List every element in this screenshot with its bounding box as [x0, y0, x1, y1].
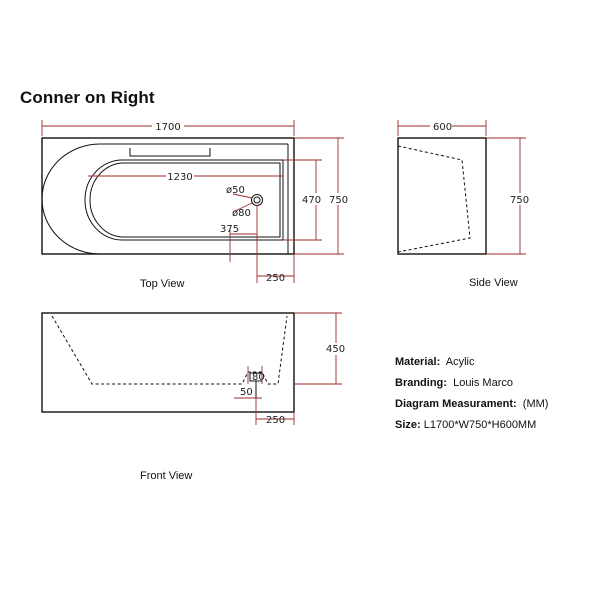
overflow-label: ø80 [232, 208, 251, 219]
dim-front-height: 450 [294, 312, 346, 385]
front-drain-from-end-label: 250 [266, 415, 285, 426]
top-view-caption: Top View [140, 278, 184, 290]
side-view-outline [397, 137, 487, 255]
dim-inner-length-label: 1230 [167, 172, 192, 183]
drain-offset-label: 375 [220, 224, 239, 235]
front-drain-label: 80 [252, 372, 265, 383]
front-drain-depth-label: 50 [240, 387, 253, 398]
drain-circle [253, 196, 261, 204]
spec-label: Branding [395, 377, 444, 389]
top-view-backrest-notch [129, 148, 211, 157]
front-view-outline [41, 312, 295, 413]
overflow-circle [251, 194, 263, 206]
spec-label: Size [395, 419, 418, 431]
dim-side-width-label: 600 [433, 122, 452, 133]
dim-front-height-label: 450 [326, 344, 345, 355]
dim-total-width-label: 750 [329, 195, 348, 206]
side-view-hidden-basin [397, 145, 471, 253]
dim-front-drain: 80 50 250 [234, 366, 295, 426]
dim-inner-length: 1230 [88, 170, 283, 183]
dim-top-length: 1700 [41, 120, 295, 136]
spec-material: Material: Acylic [395, 356, 475, 368]
spec-value: Louis Marco [453, 377, 513, 389]
spec-value: L1700*W750*H600MM [423, 419, 537, 431]
spec-measurement: Diagram Measurament: (MM) [395, 398, 549, 410]
spec-label: Material [395, 356, 437, 368]
spec-label: Diagram Measurament [395, 398, 513, 410]
dim-side-width: 600 [397, 120, 487, 136]
top-view [41, 137, 295, 255]
front-view-hidden-basin [51, 315, 288, 385]
top-view-basin-inner [89, 162, 281, 238]
dim-width: 470 750 [283, 137, 348, 255]
dim-top-length-label: 1700 [155, 122, 180, 133]
front-view [41, 312, 295, 413]
dim-drain-from-end: 250 [257, 254, 295, 284]
spec-size: Size: L1700*W750*H600MM [395, 419, 537, 431]
dim-side-height: 750 [486, 137, 531, 255]
spec-value: (MM) [522, 398, 549, 410]
specifications: Material: Acylic Branding: Louis Marco D… [395, 352, 548, 436]
drain-label: ø50 [226, 185, 245, 196]
page-title: Conner on Right [20, 88, 155, 107]
spec-value: Acylic [445, 356, 475, 368]
top-view-rim-curve [41, 143, 288, 255]
top-view-basin-outer [84, 159, 284, 241]
spec-branding: Branding: Louis Marco [395, 377, 513, 389]
dim-side-height-label: 750 [510, 195, 529, 206]
side-view-caption: Side View [469, 277, 518, 289]
side-view [397, 137, 487, 255]
front-view-caption: Front View [140, 470, 192, 482]
dim-inner-width-label: 470 [302, 195, 321, 206]
dim-drain-from-end-label: 250 [266, 273, 285, 284]
dim-drain: ø50 ø80 375 [220, 185, 258, 283]
